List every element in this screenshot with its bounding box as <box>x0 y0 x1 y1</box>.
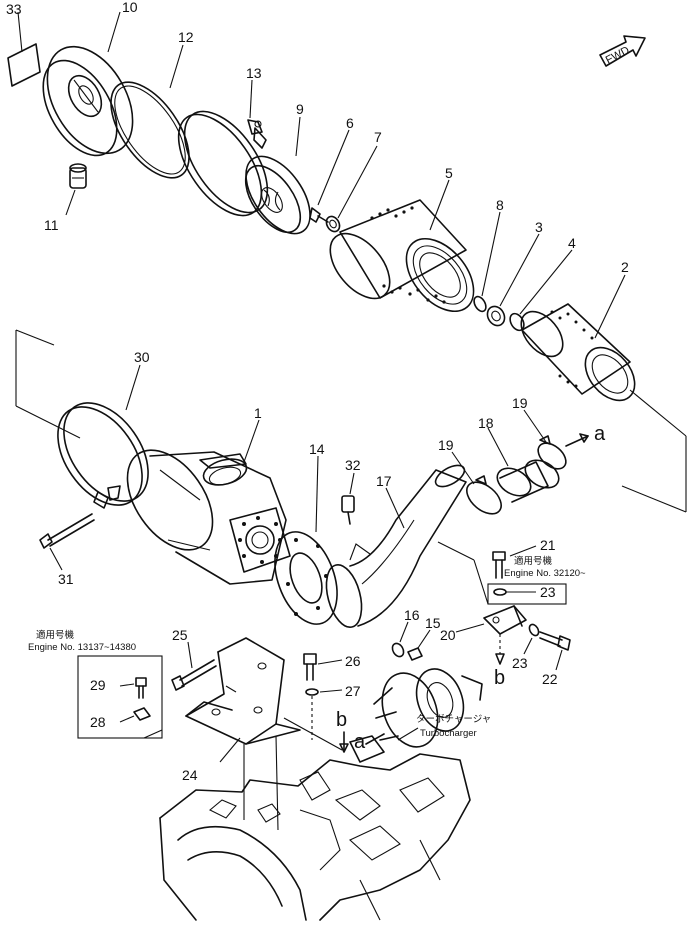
callout-8: 8 <box>496 197 504 213</box>
marker-a-lower: a <box>354 731 366 753</box>
part-19-clamp-left <box>466 475 502 515</box>
callout-13: 13 <box>246 65 262 81</box>
part-30-band <box>57 402 149 509</box>
callout-33: 33 <box>6 1 22 17</box>
part-23-washer <box>528 623 540 637</box>
part-18-hose <box>496 459 560 503</box>
note-right-jp: 適用号機 <box>514 555 553 567</box>
callout-32: 32 <box>345 457 361 473</box>
marker-b-right: b <box>494 667 505 689</box>
part-28-nut <box>133 707 151 721</box>
callout-28: 28 <box>90 714 106 730</box>
part-3-nut <box>486 305 506 327</box>
part-21-bolt <box>492 551 506 579</box>
callout-27: 27 <box>345 683 361 699</box>
callout-16: 16 <box>404 607 420 623</box>
note-box-right <box>487 583 567 605</box>
fwd-label: FWD <box>604 44 632 66</box>
part-1-cleaner-body <box>126 449 291 585</box>
part-15-nut <box>407 647 423 661</box>
part-13-clamp <box>177 110 269 217</box>
marker-a-top: a <box>594 423 606 445</box>
callout-15: 15 <box>425 615 441 631</box>
callout-17: 17 <box>376 473 392 489</box>
callout-9: 9 <box>296 101 304 117</box>
callout-18: 18 <box>478 415 494 431</box>
part-20-bracket <box>483 605 527 635</box>
note-left-jp: 適用号機 <box>36 629 75 641</box>
part-27-washer <box>305 688 319 696</box>
callout-26: 26 <box>345 653 361 669</box>
callout-21: 21 <box>540 537 556 553</box>
part-16-nut <box>391 642 405 658</box>
callout-14: 14 <box>309 441 325 457</box>
part-23-washer-boxed <box>493 588 507 596</box>
callout-31: 31 <box>58 571 74 587</box>
callout-23a: 23 <box>540 584 556 600</box>
note-turbo-jp: ターボチャージャ <box>416 714 491 725</box>
callout-12: 12 <box>178 29 194 45</box>
part-6-wingnut <box>309 207 329 223</box>
callout-10: 10 <box>122 0 138 15</box>
callout-6: 6 <box>346 115 354 131</box>
part-33-plate <box>7 43 41 87</box>
part-11-valve <box>69 163 87 189</box>
part-8-washer <box>473 295 487 313</box>
part-25-bolt <box>171 659 217 691</box>
callout-3: 3 <box>535 219 543 235</box>
note-left-en: Engine No. 13137~14380 <box>28 642 136 653</box>
callout-11: 11 <box>44 217 59 233</box>
part-7-nut <box>325 215 341 233</box>
part-14-gasket <box>274 531 338 625</box>
part-19-clamp-right <box>537 435 567 470</box>
callout-30: 30 <box>134 349 150 365</box>
callout-25: 25 <box>172 627 188 643</box>
part-24-bracket <box>185 637 301 745</box>
note-right-en: Engine No. 32120~ <box>504 568 586 579</box>
engine-block <box>159 753 471 921</box>
callout-2: 2 <box>621 259 629 275</box>
note-turbo-en: Turbocharger <box>420 728 477 739</box>
part-10-cover <box>42 45 134 157</box>
callout-19b: 19 <box>512 395 528 411</box>
callout-1: 1 <box>254 405 262 421</box>
callout-4: 4 <box>568 235 576 251</box>
callout-29: 29 <box>90 677 106 693</box>
callout-5: 5 <box>445 165 453 181</box>
part-29-bolt <box>135 677 147 699</box>
callout-22: 22 <box>542 671 558 687</box>
part-9-baffle <box>244 155 311 235</box>
part-12-oring <box>110 81 190 179</box>
marker-b-lower: b <box>336 709 347 731</box>
callout-19a: 19 <box>438 437 454 453</box>
part-31-bolt <box>39 513 95 549</box>
fwd-arrow-icon: FWD <box>599 35 646 67</box>
part-2-inner-element <box>520 303 636 402</box>
part-22-bolt <box>539 631 571 651</box>
part-5-outer-element <box>329 199 475 313</box>
part-26-bolt <box>303 653 317 681</box>
callout-20: 20 <box>440 627 456 643</box>
callout-24: 24 <box>182 767 198 783</box>
turbocharger <box>349 668 483 763</box>
note-box-left <box>77 655 163 739</box>
callout-7: 7 <box>374 129 382 145</box>
callout-23b: 23 <box>512 655 528 671</box>
part-32-sensor <box>341 495 355 525</box>
part-17-elbow <box>325 464 467 628</box>
